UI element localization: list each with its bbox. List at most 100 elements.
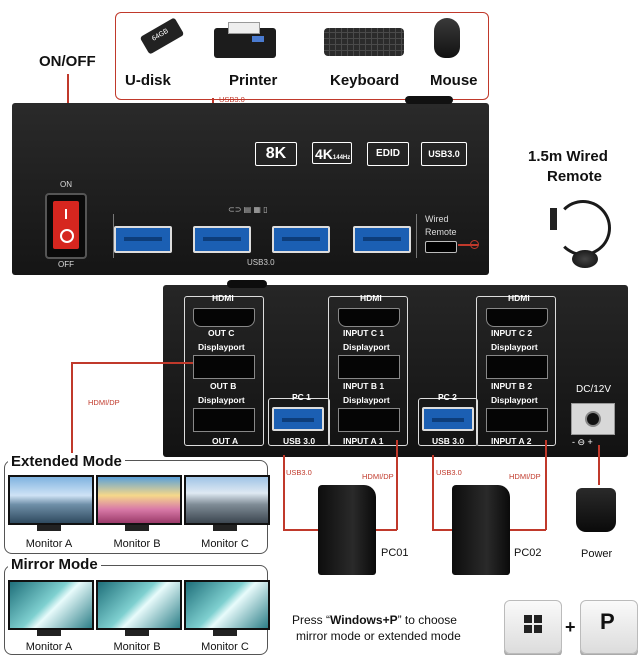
power-switch[interactable] bbox=[45, 193, 87, 259]
pc1-port-group bbox=[328, 296, 408, 446]
pc1-video-cable bbox=[396, 440, 398, 530]
front-usb-port-2[interactable] bbox=[193, 226, 251, 253]
input-b2-dp-port[interactable] bbox=[486, 355, 548, 379]
remote-title-line1: 1.5m Wired bbox=[528, 148, 608, 165]
pc1-usb-cable-label: USB3.0 bbox=[286, 468, 312, 477]
input-b2-dp-label: Displayport bbox=[491, 342, 538, 352]
out-b-label: OUT B bbox=[210, 381, 237, 391]
back-knob bbox=[227, 280, 267, 288]
pc2-label: PC 2 bbox=[438, 392, 457, 402]
input-c2-label: INPUT C 2 bbox=[491, 328, 533, 338]
input-a1-label: INPUT A 1 bbox=[343, 436, 384, 446]
input-a2-label: INPUT A 2 bbox=[491, 436, 532, 446]
pc2-hdmi-label: HDMI bbox=[508, 293, 530, 303]
power-label: Power bbox=[581, 548, 613, 560]
pc2-port-group bbox=[476, 296, 556, 446]
plus-sign: + bbox=[565, 617, 576, 637]
usb-group-label: USB3.0 bbox=[247, 258, 275, 267]
pc02-label: PC02 bbox=[514, 547, 542, 559]
switch-off-label: OFF bbox=[58, 260, 74, 269]
pc02-tower-icon bbox=[452, 485, 510, 575]
input-b2-label: INPUT B 2 bbox=[491, 381, 533, 391]
input-c2-hdmi-port[interactable] bbox=[486, 308, 548, 327]
remote-label: Remote bbox=[425, 227, 457, 237]
pc1-video-cable-h bbox=[376, 529, 397, 531]
out-hdmi-label: HDMI bbox=[212, 293, 234, 303]
pc2-usb-box bbox=[418, 398, 478, 446]
ext-monitor-a-screen bbox=[8, 475, 94, 525]
out-a-dp-port[interactable] bbox=[193, 408, 255, 432]
out-c-hdmi-port[interactable] bbox=[193, 308, 255, 327]
ext-monitor-b-stand bbox=[125, 525, 149, 531]
remote-port-pointer bbox=[458, 244, 478, 246]
pc2-video-cable-label: HDMI/DP bbox=[509, 472, 541, 481]
usb-drive-icon: 64GB bbox=[139, 17, 185, 60]
p-key: P bbox=[580, 600, 638, 654]
peripheral-label-printer: Printer bbox=[229, 72, 278, 89]
mir-monitor-b-stand bbox=[125, 630, 149, 636]
input-a2-dp-port[interactable] bbox=[486, 408, 548, 432]
dc-jack[interactable] bbox=[571, 403, 615, 435]
output-port-group bbox=[184, 296, 264, 446]
pc1-label: PC 1 bbox=[292, 392, 311, 402]
ext-monitor-b-label: Monitor B bbox=[113, 538, 161, 550]
switch-on-label: ON bbox=[60, 180, 72, 189]
mir-monitor-a-stand bbox=[37, 630, 61, 636]
input-a1-dp-label: Displayport bbox=[343, 395, 390, 405]
remote-cable bbox=[555, 200, 611, 256]
peripheral-label-udisk: U-disk bbox=[125, 72, 171, 89]
pc01-label: PC01 bbox=[381, 547, 409, 559]
pc2-usb-cable-label: USB3.0 bbox=[436, 468, 462, 477]
pc1-usb-port[interactable] bbox=[272, 407, 324, 431]
remote-port[interactable] bbox=[425, 241, 457, 253]
mir-monitor-c-label: Monitor C bbox=[201, 641, 249, 653]
out-cable-line-v bbox=[71, 362, 73, 454]
peripheral-label-mouse: Mouse bbox=[430, 72, 478, 89]
mir-monitor-a-label: Monitor A bbox=[25, 641, 73, 653]
badge-8k: 8K bbox=[255, 142, 297, 166]
keyboard-icon bbox=[324, 28, 404, 56]
out-a-label: OUT A bbox=[212, 436, 239, 446]
out-b-dp-port[interactable] bbox=[193, 355, 255, 379]
input-b1-label: INPUT B 1 bbox=[343, 381, 385, 391]
ext-monitor-a-label: Monitor A bbox=[25, 538, 73, 550]
ext-monitor-b-screen bbox=[96, 475, 182, 525]
mir-monitor-c-stand bbox=[213, 630, 237, 636]
pc1-video-cable-label: HDMI/DP bbox=[362, 472, 394, 481]
remote-port-dot bbox=[470, 240, 479, 249]
peripherals-box bbox=[115, 12, 489, 100]
input-a1-dp-port[interactable] bbox=[338, 408, 400, 432]
extended-mode-title: Extended Mode bbox=[8, 453, 125, 470]
pc1-usb-label: USB 3.0 bbox=[283, 436, 316, 446]
top-knob bbox=[405, 96, 453, 104]
pc2-video-cable bbox=[545, 440, 547, 530]
peripheral-label-keyboard: Keyboard bbox=[330, 72, 400, 89]
out-a-dp-label: Displayport bbox=[198, 395, 245, 405]
mirror-mode-title: Mirror Mode bbox=[8, 556, 101, 573]
out-c-label: OUT C bbox=[208, 328, 235, 338]
front-usb-port-1[interactable] bbox=[114, 226, 172, 253]
pc2-usb-port[interactable] bbox=[422, 407, 474, 431]
device-icons-row: ⊂⊃ ▤ ▦ ▯ bbox=[228, 205, 268, 214]
front-usb-port-3[interactable] bbox=[272, 226, 330, 253]
pc2-video-cable-h bbox=[510, 529, 546, 531]
front-usb-port-4[interactable] bbox=[353, 226, 411, 253]
wired-label: Wired bbox=[425, 214, 449, 224]
input-a2-dp-label: Displayport bbox=[491, 395, 538, 405]
out-b-dp-label: Displayport bbox=[198, 342, 245, 352]
windows-key bbox=[504, 600, 562, 654]
pc2-usb-cable-h bbox=[432, 529, 454, 531]
mir-monitor-a-screen bbox=[8, 580, 94, 630]
input-c1-hdmi-port[interactable] bbox=[338, 308, 400, 327]
pc2-usb-cable bbox=[432, 455, 434, 530]
instruction-line2: mirror mode or extended mode bbox=[296, 629, 461, 643]
input-b1-dp-label: Displayport bbox=[343, 342, 390, 352]
onoff-title: ON/OFF bbox=[39, 53, 96, 70]
mir-monitor-b-label: Monitor B bbox=[113, 641, 161, 653]
out-cable-label: HDMI/DP bbox=[88, 398, 120, 407]
ext-monitor-a-stand bbox=[37, 525, 61, 531]
pc01-tower-icon bbox=[318, 485, 376, 575]
badge-4k: 4K144Hz bbox=[312, 142, 352, 164]
input-b1-dp-port[interactable] bbox=[338, 355, 400, 379]
pc1-hdmi-label: HDMI bbox=[360, 293, 382, 303]
